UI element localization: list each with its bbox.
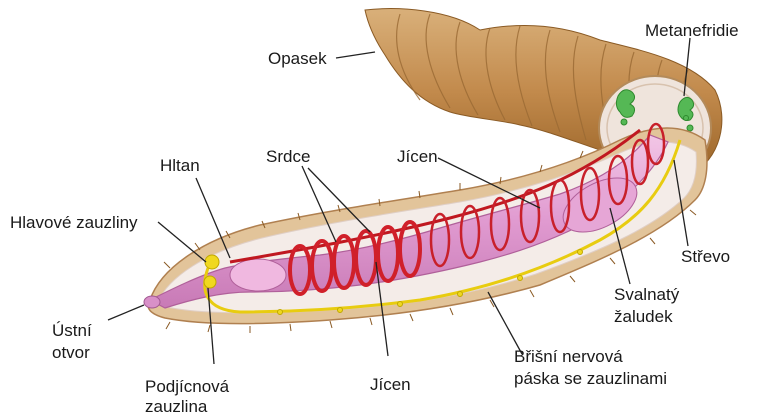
label-ustni-line1: Ústní xyxy=(52,320,92,341)
label-jicen-bottom: Jícen xyxy=(370,374,411,395)
label-jicen-top: Jícen xyxy=(397,146,438,167)
label-opasek: Opasek xyxy=(268,48,327,69)
label-svalnaty-line1: Svalnatý xyxy=(614,284,679,305)
mouth-tip xyxy=(144,296,160,308)
label-brisni-line2: páska se zauzlinami xyxy=(514,368,667,389)
label-ustni-line2: otvor xyxy=(52,342,90,363)
label-hlavove-zauzliny: Hlavové zauzliny xyxy=(10,212,138,233)
label-podjicnova-line1: Podjícnová xyxy=(145,376,229,397)
label-srdce: Srdce xyxy=(266,146,310,167)
label-brisni-line1: Břišní nervová xyxy=(514,346,623,367)
label-podjicnova-line2: zauzlina xyxy=(145,396,207,416)
label-hltan: Hltan xyxy=(160,155,200,176)
label-metanefridie: Metanefridie xyxy=(645,20,739,41)
label-strevo: Střevo xyxy=(681,246,730,267)
label-svalnaty-line2: žaludek xyxy=(614,306,673,327)
pharynx xyxy=(230,259,286,291)
